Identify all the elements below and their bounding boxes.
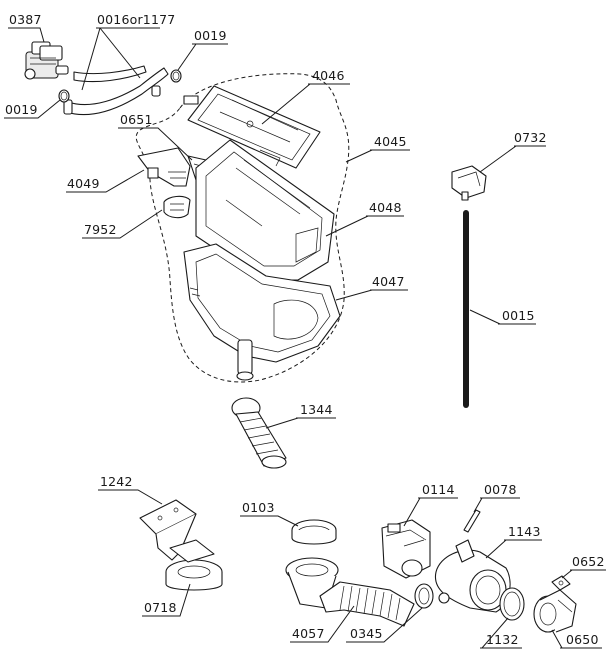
label-0016-or-1177: 0016or1177 [97, 12, 175, 27]
drawer-housing-4048 [195, 139, 335, 281]
clamp-0019-top [170, 69, 182, 83]
label-1242: 1242 [100, 474, 133, 489]
drawer-body-4047 [183, 243, 341, 381]
pin-0078 [463, 509, 481, 533]
sump-hose-4057 [285, 557, 415, 627]
insert-4049 [137, 147, 191, 187]
valve-0387 [24, 41, 69, 80]
clip-7952 [163, 195, 191, 219]
label-4046: 4046 [312, 68, 345, 83]
label-7952: 7952 [84, 222, 117, 237]
label-0019-left: 0019 [5, 102, 38, 117]
label-4048: 4048 [369, 200, 402, 215]
label-0650: 0650 [566, 632, 599, 647]
label-0345: 0345 [350, 626, 383, 641]
drawer-lid-4046 [183, 85, 321, 169]
label-4057: 4057 [292, 626, 325, 641]
label-1344: 1344 [300, 402, 333, 417]
label-0103: 0103 [242, 500, 275, 515]
hose-0016 [63, 65, 169, 116]
clamp-0019-left [58, 89, 70, 103]
label-0015: 0015 [502, 308, 535, 323]
clamp-0103 [291, 519, 337, 545]
filter-housing-0718 [165, 539, 223, 591]
drawer-assembly-boundary [135, 73, 350, 383]
clamp-0345 [414, 583, 434, 609]
label-4049: 4049 [67, 176, 100, 191]
label-4045: 4045 [374, 134, 407, 149]
filter-0650 [533, 589, 577, 633]
pump-0114 [381, 519, 431, 579]
label-0019-top: 0019 [194, 28, 227, 43]
pump-housing-1143 [434, 539, 511, 613]
tube-0015 [463, 210, 469, 408]
label-0718: 0718 [144, 600, 177, 615]
label-1132: 1132 [486, 632, 519, 647]
label-4047: 4047 [372, 274, 405, 289]
bellows-1344 [231, 397, 287, 469]
label-0387: 0387 [9, 12, 42, 27]
bracket-1242 [139, 499, 197, 561]
label-0732: 0732 [514, 130, 547, 145]
label-0651: 0651 [120, 112, 153, 127]
leader-lines [4, 27, 606, 649]
label-1143: 1143 [508, 524, 541, 539]
plug-0732 [451, 165, 487, 201]
label-0114: 0114 [422, 482, 455, 497]
gasket-1132 [499, 587, 525, 621]
seal-0652 [551, 575, 571, 591]
label-0078: 0078 [484, 482, 517, 497]
label-0652: 0652 [572, 554, 605, 569]
